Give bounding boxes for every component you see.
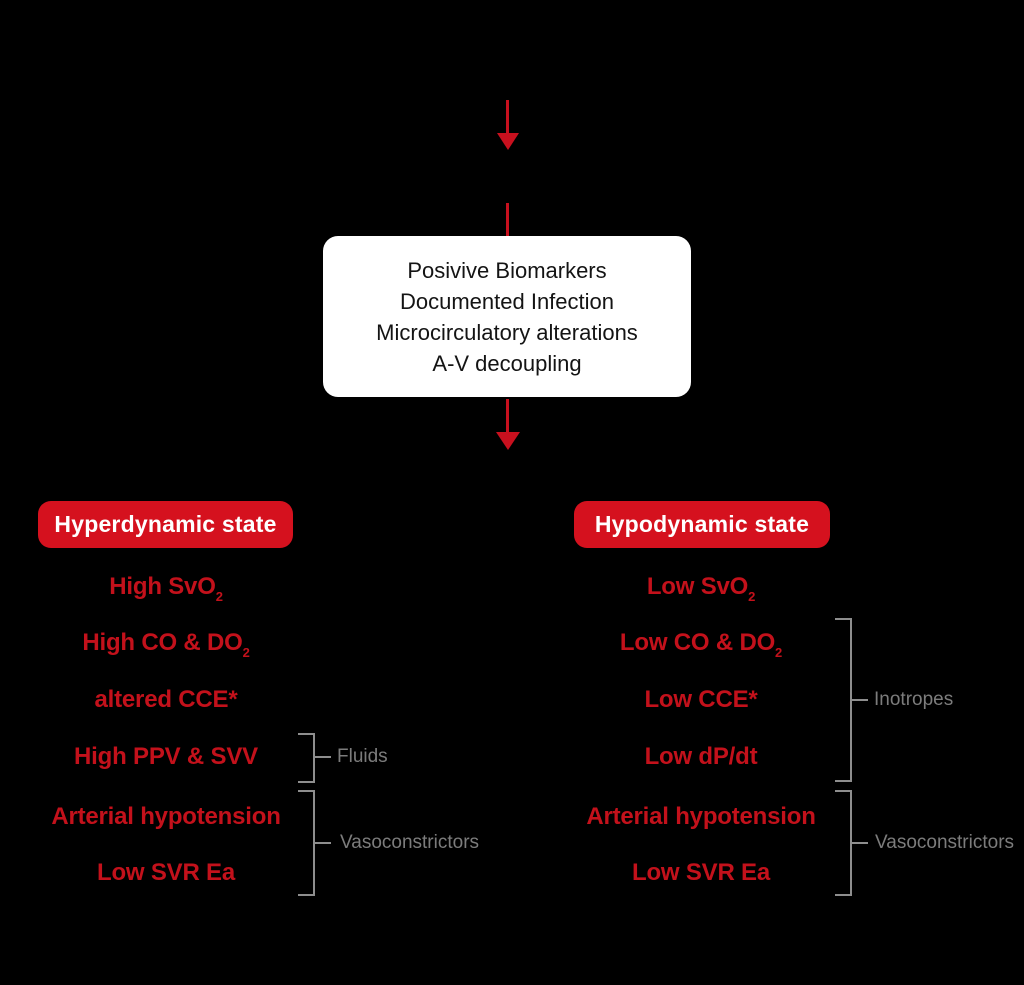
finding-high-ppv-svv: High PPV & SVV bbox=[74, 743, 258, 770]
flow-line-into-box bbox=[506, 203, 509, 236]
bracket-vasoconstrictors-left-dash bbox=[315, 842, 331, 844]
finding-low-svr-ea: Low SVR Ea bbox=[631, 859, 771, 886]
finding-high-co-do2: High CO & DO2 bbox=[82, 629, 250, 660]
bracket-vasoconstrictors-left bbox=[298, 790, 315, 896]
column-hypodynamic: Low SvO2 Low CO & DO2 Low CCE* Low dP/dt… bbox=[536, 0, 866, 985]
bracket-label-inotropes: Inotropes bbox=[874, 689, 954, 710]
bracket-inotropes bbox=[835, 618, 852, 782]
bracket-label-vasoconstrictors-left: Vasoconstrictors bbox=[340, 832, 480, 853]
info-box-line: Documented Infection bbox=[399, 288, 615, 314]
finding-low-svr-ea: Low SVR Ea bbox=[96, 859, 236, 886]
bracket-inotropes-dash bbox=[852, 699, 868, 701]
bracket-vasoconstrictors-right bbox=[835, 790, 852, 896]
state-button-hyperdynamic: Hyperdynamic state bbox=[38, 501, 293, 548]
finding-low-svo2: Low SvO2 bbox=[646, 573, 756, 604]
flow-line-below-box bbox=[506, 399, 509, 432]
arrow-down-icon bbox=[496, 432, 520, 450]
state-button-label: Hypodynamic state bbox=[594, 511, 810, 537]
finding-high-svo2: High SvO2 bbox=[109, 573, 223, 604]
state-button-label: Hyperdynamic state bbox=[54, 511, 277, 537]
bracket-label-fluids: Fluids bbox=[337, 746, 388, 767]
arrow-down-icon bbox=[497, 133, 519, 150]
bracket-label-vasoconstrictors-right: Vasoconstrictors bbox=[875, 832, 1015, 853]
flow-line-top bbox=[506, 100, 509, 134]
info-box-line: Microcirculatory alterations bbox=[376, 319, 638, 345]
column-hyperdynamic: High SvO2 High CO & DO2 altered CCE* Hig… bbox=[0, 0, 332, 985]
info-box-line: A-V decoupling bbox=[432, 350, 582, 376]
finding-arterial-hypotension: Arterial hypotension bbox=[51, 803, 281, 830]
finding-low-dp-dt: Low dP/dt bbox=[644, 743, 758, 770]
finding-low-cce: Low CCE* bbox=[644, 686, 758, 713]
finding-altered-cce: altered CCE* bbox=[94, 686, 238, 713]
info-box-line: Posivive Biomarkers bbox=[407, 257, 607, 283]
info-box: Posivive Biomarkers Documented Infection… bbox=[323, 236, 691, 397]
bracket-fluids-dash bbox=[315, 756, 331, 758]
finding-arterial-hypotension: Arterial hypotension bbox=[586, 803, 816, 830]
bracket-vasoconstrictors-right-dash bbox=[852, 842, 868, 844]
state-button-hypodynamic: Hypodynamic state bbox=[574, 501, 830, 548]
finding-low-co-do2: Low CO & DO2 bbox=[619, 629, 783, 660]
bracket-fluids bbox=[298, 733, 315, 783]
